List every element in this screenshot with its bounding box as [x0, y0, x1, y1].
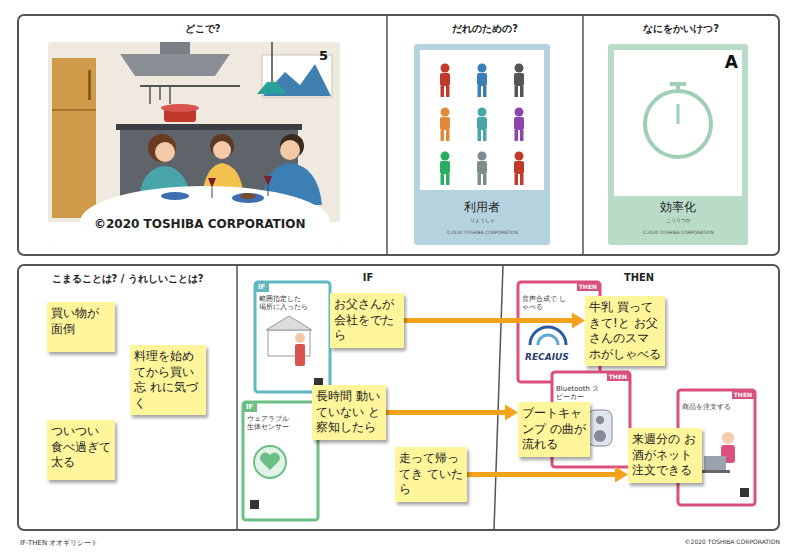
sticky-note: 長時間 動いていない と察知したら — [312, 385, 386, 440]
node-text: 商品を注文する — [682, 403, 732, 411]
people-illustration — [440, 64, 524, 186]
note-text: 買い物が 面倒 — [51, 306, 111, 337]
note-text: ついつい 食べ過ぎて 太る — [51, 424, 111, 471]
sticky-note: 買い物が 面倒 — [47, 302, 115, 352]
theme-card: A 効率化こうりつか ©2020 TOSHIBA CORPORATION — [608, 44, 748, 245]
sheet-section: THEN 音声合成で しゃべる THEN RECAIUS Bluetooth スピーカー… — [499, 265, 779, 530]
kitchen-illustration — [48, 42, 340, 245]
arrow-head — [615, 466, 628, 482]
copyright-note: ©2020 TOSHIBA CORPORATION — [685, 538, 780, 545]
node-text: どこで? — [18, 22, 387, 36]
note-text: 走って帰ってき ていたら — [399, 451, 463, 498]
sticky-note: 料理を始め てから買い忘 れに気づく — [130, 345, 206, 415]
note-text: ブートキャンプ の曲が 流れる — [522, 406, 586, 453]
node-text: 範囲指定した 場所に入ったら — [259, 295, 309, 312]
sticky-note: 牛乳 買ってきて!と お父さんのスマ ホがしゃべる — [585, 296, 665, 366]
sheet-section: だれのための? 利用者りようしゃ ©2020 TOSHIBA CORPORATION — [387, 15, 583, 255]
node-text: THEN — [609, 373, 627, 380]
node-text: なにをかいけつ? — [583, 22, 779, 36]
note-text: 牛乳 買ってきて!と お父さんのスマ ホがしゃべる — [589, 300, 661, 362]
sticky-note: お父さんが 会社をでたら — [330, 293, 404, 348]
node-text: 効率化 — [608, 200, 748, 215]
node-text: ©2020 TOSHIBA CORPORATION — [414, 230, 550, 235]
node-text: THEN — [499, 272, 779, 283]
sticky-note: ブートキャンプ の曲が 流れる — [518, 402, 590, 457]
sticky-note: ついつい 食べ過ぎて 太る — [47, 420, 115, 480]
if-card: IF ウェアラブル 生体センサー — [243, 402, 318, 520]
bottom-panel — [18, 265, 779, 530]
sticky-note: 来週分の お酒がネット 注文できる — [628, 428, 702, 483]
note-text: お父さんが 会社をでたら — [334, 297, 400, 344]
node-text: IF — [246, 403, 253, 411]
arrow-connector — [386, 404, 518, 420]
node-text: THEN — [579, 283, 597, 290]
node-text: A — [725, 52, 738, 72]
top-panel — [18, 15, 779, 255]
sheet-section: IFIF範囲指定した 場所に入ったらIFウェアラブル 生体センサーお父さんが 会… — [237, 265, 499, 530]
node-text: ©2020 TOSHIBA CORPORATION — [608, 230, 748, 235]
scene-card: 5 ©2020 TOSHIBA CORPORATION — [48, 42, 340, 245]
issue-card-frame — [608, 44, 748, 245]
arrow-head — [572, 312, 585, 328]
user-card-frame — [414, 44, 550, 245]
node-text: RECAIUS — [525, 352, 569, 362]
note-text: 長時間 動いていない と察知したら — [316, 389, 382, 436]
node-text: 利用者 — [414, 200, 550, 215]
sheet-section: なにをかいけつ? A 効率化こうりつか ©2020 TOSHIBA CORPORATI… — [583, 15, 779, 255]
if-card-frame — [243, 402, 318, 520]
note-text: 来週分の お酒がネット 注文できる — [632, 432, 698, 479]
arrow-connector — [404, 312, 585, 328]
sheet-section: どこで? 5 ©2020 TOSHIBA CORPORATION — [18, 15, 387, 255]
node-text: こうりつか — [608, 217, 748, 224]
arrow-head — [505, 404, 518, 420]
sticky-note: 走って帰ってき ていたら — [395, 447, 467, 502]
node-text: THEN — [734, 391, 752, 398]
node-text: 5 — [319, 48, 328, 63]
node-text: りようしゃ — [414, 217, 550, 224]
node-text: IF — [258, 283, 265, 291]
node-text: だれのための? — [387, 22, 583, 36]
node-text: Bluetooth スピーカー — [556, 385, 606, 402]
node-text: ウェアラブル 生体センサー — [247, 415, 297, 432]
sheet-section: こまることは? / うれしいことは? 買い物が 面倒料理を始め てから買い忘 れに… — [18, 265, 237, 530]
note-text: 料理を始め てから買い忘 れに気づく — [134, 349, 202, 411]
sheet-caption: IF-THEN オオギリシート — [20, 538, 98, 548]
theme-card: 利用者りようしゃ ©2020 TOSHIBA CORPORATION — [414, 44, 550, 245]
if-card-frame — [255, 282, 330, 392]
node-text: ©2020 TOSHIBA CORPORATION — [94, 217, 305, 231]
if-card: IF 範囲指定した 場所に入ったら — [255, 282, 330, 392]
node-text: 音声合成で しゃべる — [522, 295, 572, 312]
node-text: IF — [237, 272, 499, 283]
stopwatch-icon — [645, 84, 711, 157]
arrow-connector — [467, 466, 628, 482]
node-text: こまることは? / うれしいことは? — [18, 272, 237, 286]
